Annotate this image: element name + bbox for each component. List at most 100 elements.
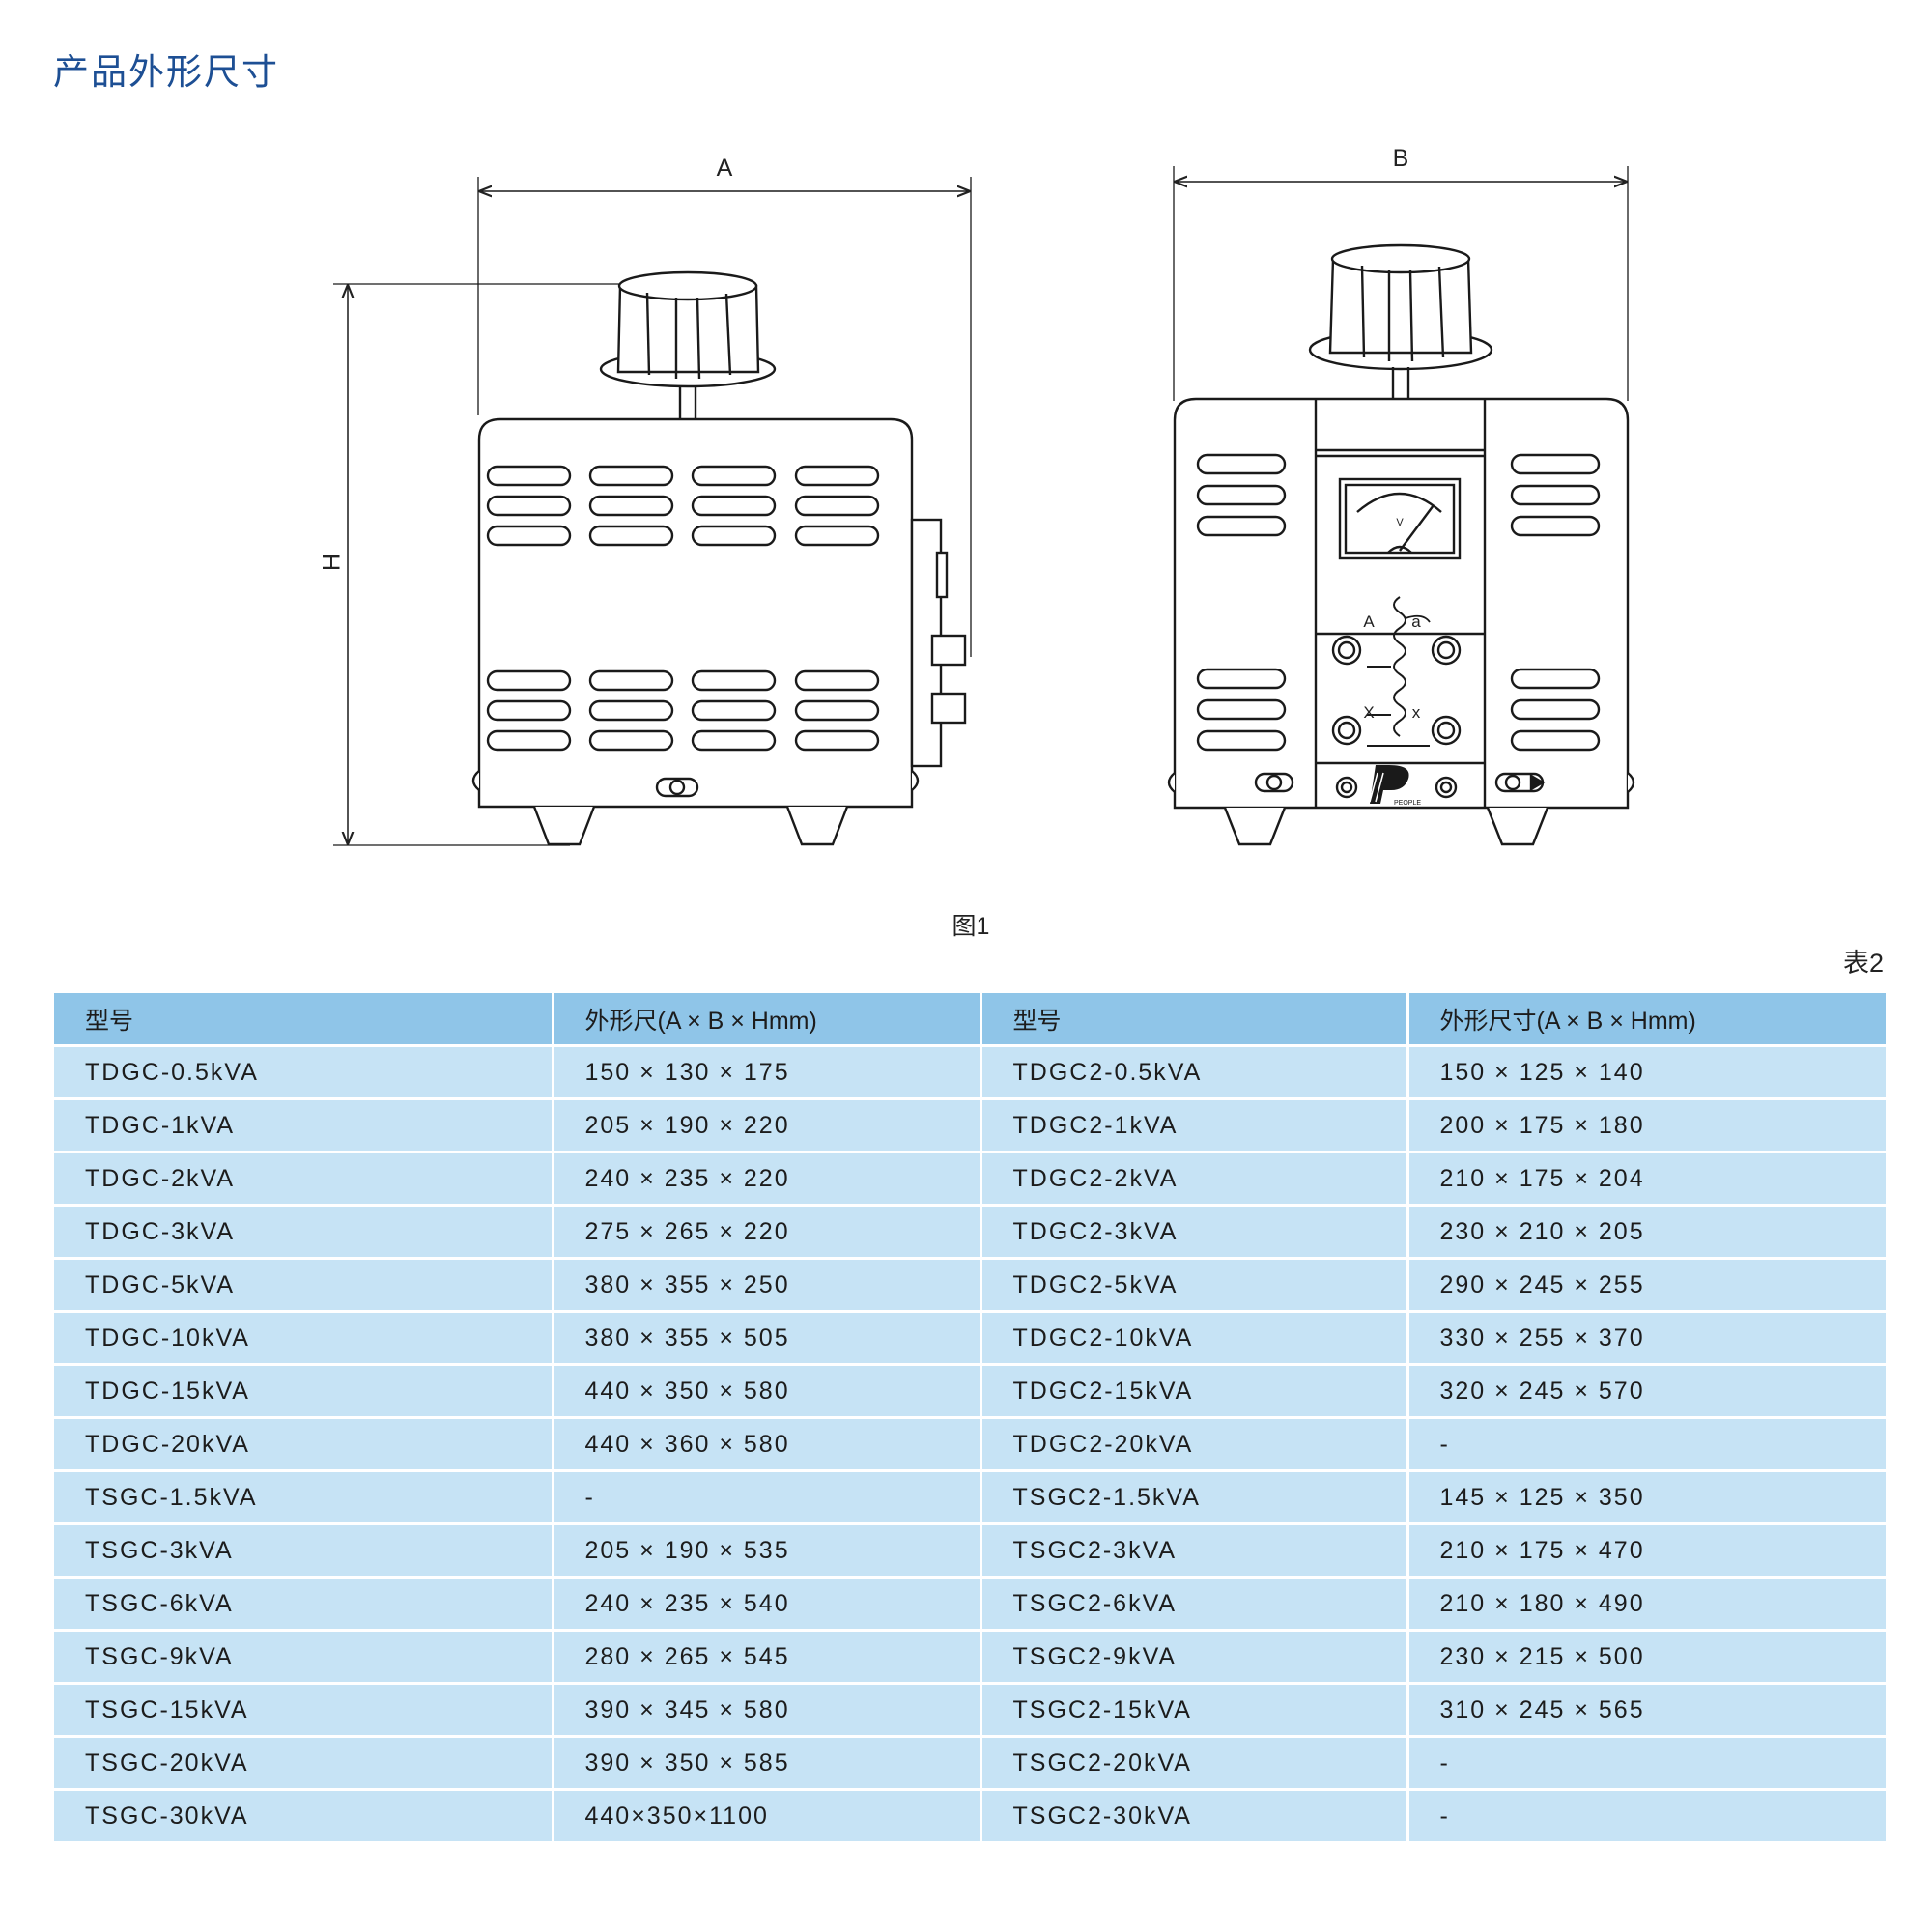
dimensions-cell: 230 × 210 × 205 — [1407, 1205, 1886, 1260]
model-cell: TDGC2-5kVA — [980, 1258, 1409, 1313]
model-cell: TSGC-20kVA — [54, 1736, 554, 1791]
model-cell: TDGC2-0.5kVA — [980, 1045, 1409, 1100]
vent-slot — [1510, 515, 1601, 537]
dimension-h-label: H — [317, 554, 344, 571]
model-cell: TDGC2-20kVA — [980, 1417, 1409, 1472]
dimensions-cell: 320 × 245 × 570 — [1407, 1364, 1886, 1419]
vent-slot — [794, 699, 880, 722]
model-cell: TDGC-20kVA — [54, 1417, 554, 1472]
dimensions-cell: 330 × 255 × 370 — [1407, 1311, 1886, 1366]
model-cell: TSGC2-15kVA — [980, 1683, 1409, 1738]
model-cell: TDGC-0.5kVA — [54, 1045, 554, 1100]
vent-slot — [1510, 698, 1601, 721]
dimensions-cell: - — [1407, 1736, 1886, 1791]
vent-slot — [486, 525, 572, 547]
people-logo: PEOPLE — [1369, 765, 1421, 807]
vent-slot — [1510, 729, 1601, 752]
vent-slot — [1196, 729, 1287, 752]
dimensions-cell: 440×350×1100 — [553, 1789, 982, 1844]
dimension-b-label: B — [1393, 145, 1409, 172]
dimensions-cell: 275 × 265 × 220 — [553, 1205, 982, 1260]
people-logo-text: PEOPLE — [1394, 800, 1421, 807]
vent-slot — [691, 465, 777, 487]
vent-slot — [588, 525, 674, 547]
front-view-vents — [1196, 453, 1601, 752]
table-header-row: 型号 外形尺(A × B × Hmm) 型号 外形尺寸(A × B × Hmm) — [54, 993, 1886, 1047]
vent-slot — [691, 495, 777, 517]
dimensions-cell: 440 × 350 × 580 — [553, 1364, 982, 1419]
terminal-label-a: a — [1411, 612, 1421, 631]
model-cell: TDGC-5kVA — [54, 1258, 554, 1313]
vent-slot — [794, 669, 880, 692]
vent-slot — [486, 699, 572, 722]
vent-slot — [1196, 698, 1287, 721]
meter-unit-label: V — [1396, 517, 1404, 528]
terminal-label-X: X — [1363, 703, 1374, 722]
model-cell: TDGC-3kVA — [54, 1205, 554, 1260]
vent-slot — [1510, 668, 1601, 690]
model-cell: TSGC-3kVA — [54, 1523, 554, 1579]
figure-caption: 图1 — [952, 913, 990, 940]
model-cell: TSGC2-9kVA — [980, 1630, 1409, 1685]
model-cell: TSGC-9kVA — [54, 1630, 554, 1685]
model-cell: TDGC2-15kVA — [980, 1364, 1409, 1419]
model-cell: TDGC2-3kVA — [980, 1205, 1409, 1260]
dimensions-cell: 390 × 350 × 585 — [553, 1736, 982, 1791]
model-cell: TSGC-15kVA — [54, 1683, 554, 1738]
dimensions-cell: 440 × 360 × 580 — [553, 1417, 982, 1472]
model-cell: TDGC-10kVA — [54, 1311, 554, 1366]
vent-slot — [486, 495, 572, 517]
header-dimensions: 外形尺(A × B × Hmm) — [553, 993, 982, 1047]
model-cell: TSGC-6kVA — [54, 1577, 554, 1632]
vent-slot — [794, 729, 880, 752]
vent-slot — [588, 699, 674, 722]
model-cell: TDGC-15kVA — [54, 1364, 554, 1419]
terminal-label-A: A — [1363, 612, 1375, 631]
vent-slot — [794, 495, 880, 517]
dimensions-cell: 210 × 180 × 490 — [1407, 1577, 1886, 1632]
header-dimensions: 外形尺寸(A × B × Hmm) — [1407, 993, 1886, 1047]
terminal-label-x: x — [1412, 703, 1421, 722]
dimensions-cell: 380 × 355 × 250 — [553, 1258, 982, 1313]
model-cell: TSGC-1.5kVA — [54, 1470, 554, 1525]
vent-slot — [486, 729, 572, 752]
model-cell: TDGC-2kVA — [54, 1152, 554, 1207]
dimensions-cell: 205 × 190 × 535 — [553, 1523, 982, 1579]
dimensions-cell: 240 × 235 × 220 — [553, 1152, 982, 1207]
dimensions-cell: 145 × 125 × 350 — [1407, 1470, 1886, 1525]
model-cell: TSGC2-30kVA — [980, 1789, 1409, 1844]
dimensions-cell: 290 × 245 × 255 — [1407, 1258, 1886, 1313]
dimensions-cell: 280 × 265 × 545 — [553, 1630, 982, 1685]
dimensions-cell: 230 × 215 × 500 — [1407, 1630, 1886, 1685]
vent-slot — [588, 495, 674, 517]
vent-slot — [794, 465, 880, 487]
vent-slot — [1510, 453, 1601, 475]
vent-slot — [1196, 484, 1287, 506]
vent-slot — [486, 669, 572, 692]
dimensions-cell: 390 × 345 × 580 — [553, 1683, 982, 1738]
model-cell: TSGC2-6kVA — [980, 1577, 1409, 1632]
dimensions-cell: 200 × 175 × 180 — [1407, 1098, 1886, 1153]
dimensions-cell: - — [1407, 1789, 1886, 1844]
vent-slot — [691, 699, 777, 722]
vent-slot — [1196, 453, 1287, 475]
vent-slot — [691, 669, 777, 692]
header-model: 型号 — [980, 993, 1409, 1047]
vent-slot — [588, 465, 674, 487]
vent-slot — [691, 525, 777, 547]
dimensions-cell: 210 × 175 × 204 — [1407, 1152, 1886, 1207]
